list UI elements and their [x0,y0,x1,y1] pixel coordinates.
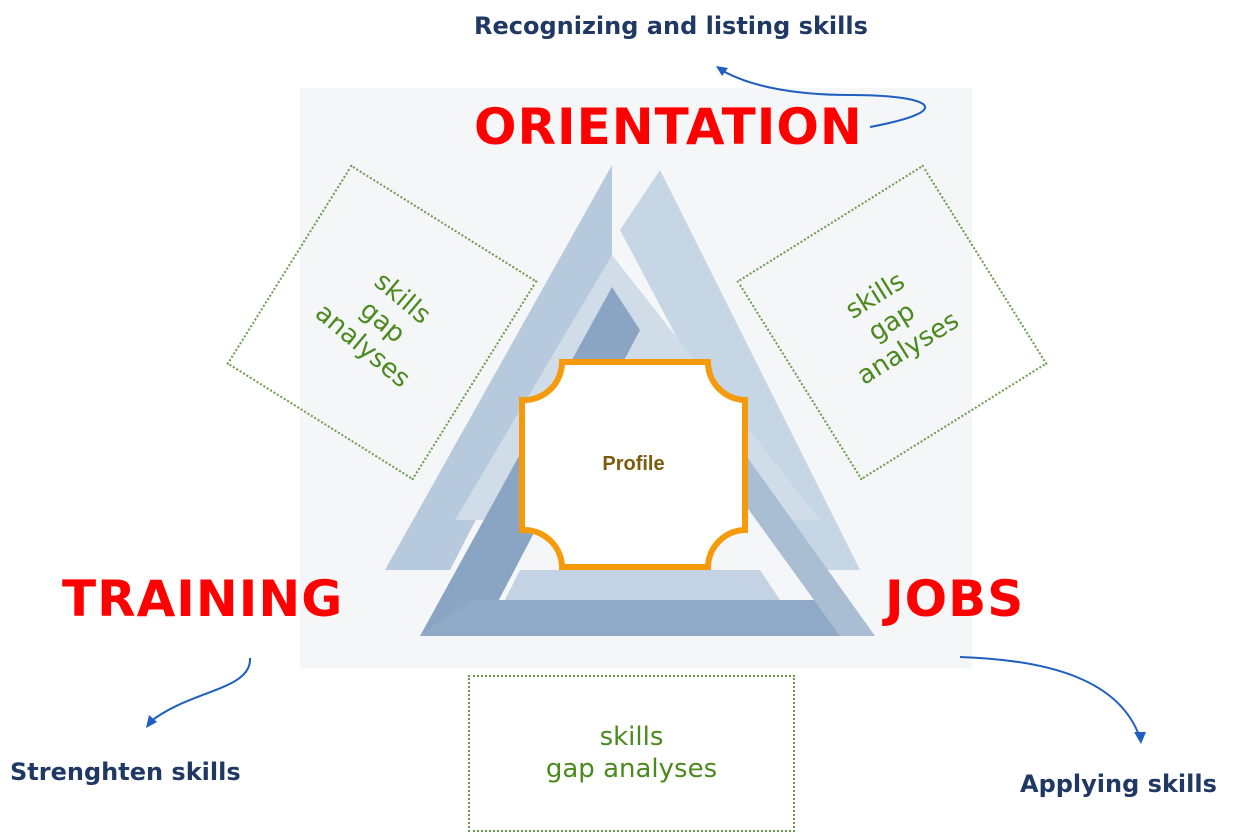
gap-box-bottom: skills gap analyses [468,675,795,832]
gap-box-bottom-line2: gap analyses [545,753,718,784]
gap-box-left-text: skills gap analyses [308,250,456,395]
orientation-caption: Recognizing and listing skills [474,12,868,40]
gap-box-right-text: skills gap analyses [819,253,965,393]
profile-card-shape [519,359,748,570]
jobs-node: JOBS [885,570,1025,628]
profile-label-wrap: Profile [522,362,745,567]
jobs-caption: Applying skills [1020,770,1217,798]
triangle-band-dark-bottom [420,600,875,636]
triangle-band-bottom-light [505,570,780,600]
training-arrowhead [146,715,157,728]
profile-label: Profile [602,453,665,475]
gap-box-bottom-line1: skills [599,722,664,753]
triangle-band-light-outer [385,165,612,570]
triangle-band-light-right [620,170,860,570]
training-caption: Strenghten skills [10,758,241,786]
gap-box-bottom-text: skills gap analyses [546,722,717,784]
orientation-arrow [717,67,926,128]
orientation-node: ORIENTATION [474,98,863,156]
training-node: TRAINING [62,570,344,628]
orientation-arrowhead [716,66,728,76]
training-arrow [149,657,252,723]
triangle-band-right-edge [720,440,875,636]
jobs-arrow [959,656,1141,739]
jobs-arrowhead [1134,732,1146,744]
